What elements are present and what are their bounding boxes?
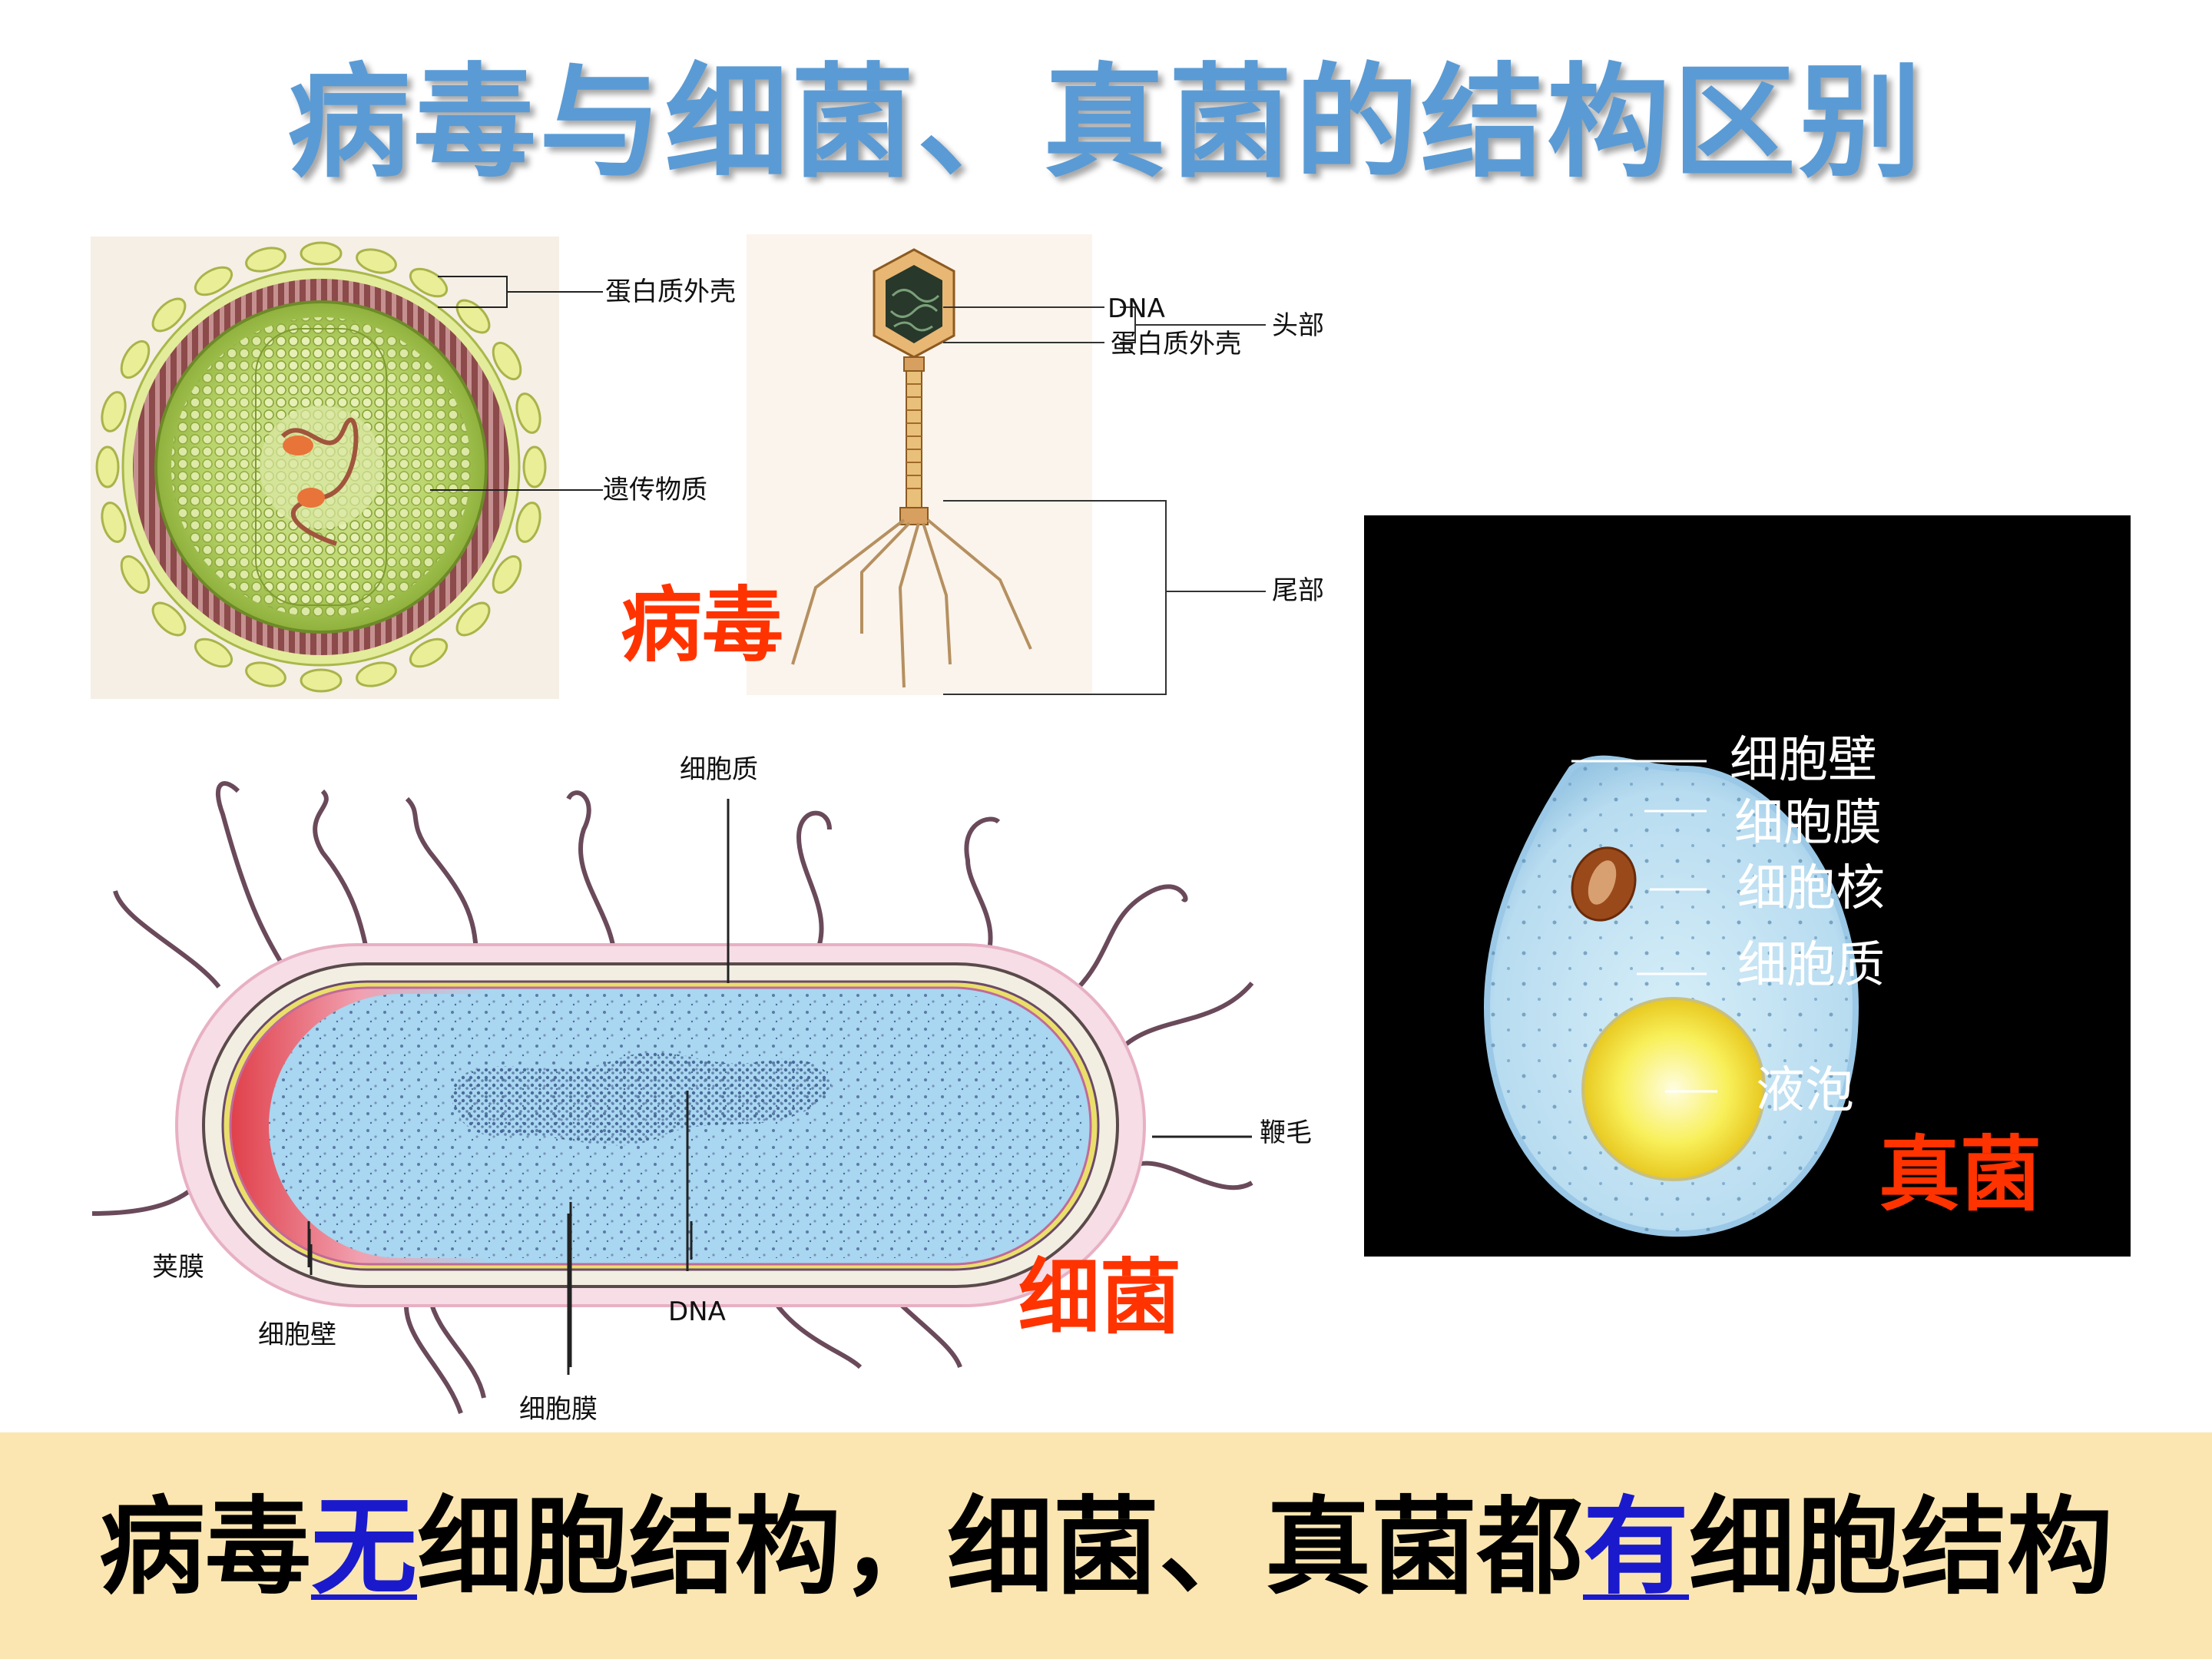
bacterium-flagella-label: 鞭毛 — [1260, 1118, 1312, 1148]
phage-head-label: 头部 — [1272, 310, 1324, 341]
fungus-caption: 真菌 — [1879, 1128, 2041, 1222]
bacterium-cell-wall-label: 细胞壁 — [258, 1320, 336, 1350]
phage-tail-label: 尾部 — [1272, 575, 1324, 606]
bacterium-membrane-label: 细胞膜 — [519, 1394, 598, 1425]
bacterium-caption: 细菌 — [1018, 1250, 1181, 1345]
bacteriophage-illustration — [791, 248, 1032, 688]
bacterium-lower-pointers — [307, 1221, 693, 1373]
fungus-cell-wall-label: 细胞壁 — [1730, 732, 1877, 789]
summary-bar — [0, 1432, 2212, 1659]
fungus-membrane-label: 细胞膜 — [1734, 795, 1882, 852]
fungus-nucleus-label: 细胞核 — [1737, 860, 1885, 917]
bacterium-capsule-label: 荚膜 — [152, 1252, 204, 1283]
fungus-vacuole-label: 液泡 — [1756, 1062, 1854, 1119]
summary-highlight-have: 有 — [1583, 1485, 1690, 1609]
phage-shell-label: 蛋白质外壳 — [1111, 329, 1241, 359]
fungus-cytoplasm-label: 细胞质 — [1737, 937, 1885, 994]
phage-dna-label: DNA — [1108, 293, 1165, 324]
summary-part-3: 细胞结构 — [1689, 1485, 2114, 1609]
virus-genetic-material-label: 遗传物质 — [603, 475, 707, 505]
round-virus-illustration — [95, 241, 547, 693]
summary-sentence: 病毒无细胞结构，细菌、真菌都有细胞结构 — [0, 1486, 2212, 1609]
round-virus-pointers — [430, 276, 603, 491]
genetic-material-blob — [283, 435, 313, 455]
phage-pointers — [943, 306, 1266, 695]
yeast-cell-illustration — [1483, 755, 1859, 1237]
bacteriophage-diagram — [747, 234, 1092, 695]
summary-highlight-none: 无 — [310, 1485, 417, 1609]
bacterium-illustration — [91, 781, 1254, 1414]
summary-part-1: 病毒 — [98, 1485, 311, 1609]
page-title: 病毒与细菌、真菌的结构区别 — [286, 51, 1925, 194]
fungus-diagram — [1364, 515, 2131, 1257]
bacterium-dna-label: DNA — [668, 1296, 726, 1327]
virus-caption: 病毒 — [621, 578, 783, 673]
bacterium-diagram — [77, 737, 1336, 1429]
summary-part-2: 细胞结构，细菌、真菌都 — [416, 1485, 1583, 1609]
bacterium-cytoplasm-label: 细胞质 — [680, 754, 758, 785]
yeast-vacuole — [1581, 997, 1766, 1181]
round-virus-diagram — [91, 237, 559, 699]
dna-nucleoid — [452, 1052, 832, 1146]
virus-shell-label: 蛋白质外壳 — [605, 276, 736, 307]
